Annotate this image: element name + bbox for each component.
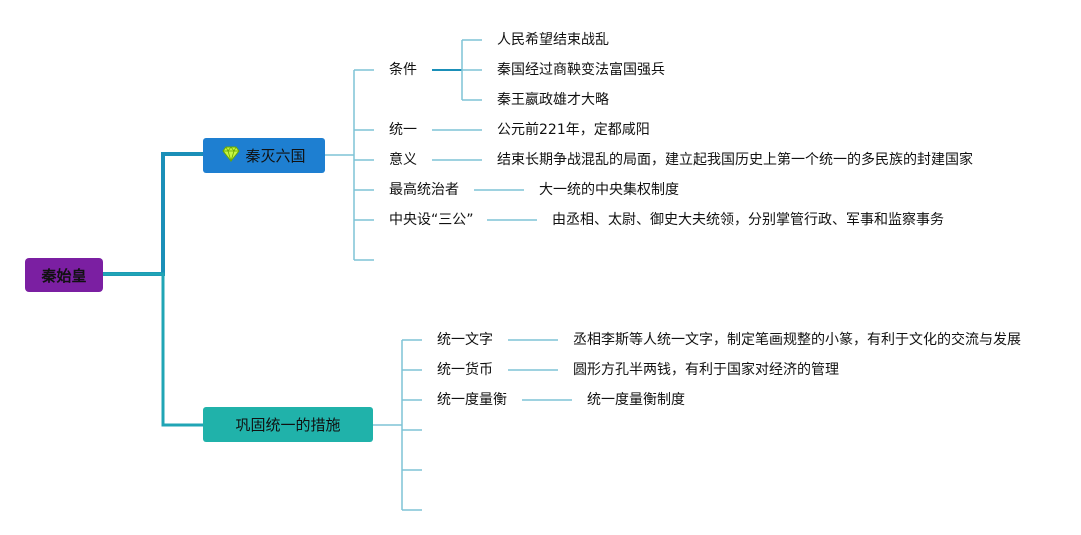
topic-unify-currency[interactable]: 统一货币 <box>437 362 493 378</box>
root-label: 秦始皇 <box>41 266 87 285</box>
condition-item[interactable]: 人民希望结束战乱 <box>497 32 609 48</box>
topic-three-ducal[interactable]: 中央设“三公” <box>389 212 474 228</box>
topic-unify[interactable]: 统一 <box>389 122 417 138</box>
topic-unify-script[interactable]: 统一文字 <box>437 332 493 348</box>
root-node[interactable]: 秦始皇 <box>25 258 103 292</box>
three-ducal-detail[interactable]: 由丞相、太尉、御史大夫统领，分别掌管行政、军事和监察事务 <box>552 212 944 228</box>
topic-condition[interactable]: 条件 <box>389 62 417 78</box>
meaning-detail[interactable]: 结束长期争战混乱的局面，建立起我国历史上第一个统一的多民族的封建国家 <box>497 152 973 168</box>
topic-ruler[interactable]: 最高统治者 <box>389 182 459 198</box>
branch-node-conquest[interactable]: 秦灭六国 <box>203 138 325 173</box>
unify-script-detail[interactable]: 丞相李斯等人统一文字，制定笔画规整的小篆，有利于文化的交流与发展 <box>573 332 1021 348</box>
topic-unify-measure[interactable]: 统一度量衡 <box>437 392 507 408</box>
connector-root-branch2 <box>103 272 203 427</box>
topic-meaning[interactable]: 意义 <box>389 152 417 168</box>
condition-item[interactable]: 秦王嬴政雄才大略 <box>497 92 609 108</box>
ruler-detail[interactable]: 大一统的中央集权制度 <box>539 182 679 198</box>
unify-currency-detail[interactable]: 圆形方孔半两钱，有利于国家对经济的管理 <box>573 362 839 378</box>
branch-label: 巩固统一的措施 <box>235 416 341 434</box>
branch-node-consolidation[interactable]: 巩固统一的措施 <box>203 407 373 442</box>
connector-root-branch1 <box>103 152 203 276</box>
diamond-gem-icon <box>222 145 241 166</box>
branch-label: 秦灭六国 <box>245 147 306 165</box>
unify-measure-detail[interactable]: 统一度量衡制度 <box>587 392 685 408</box>
unify-detail[interactable]: 公元前221年，定都咸阳 <box>497 122 650 138</box>
condition-item[interactable]: 秦国经过商鞅变法富国强兵 <box>497 62 665 78</box>
